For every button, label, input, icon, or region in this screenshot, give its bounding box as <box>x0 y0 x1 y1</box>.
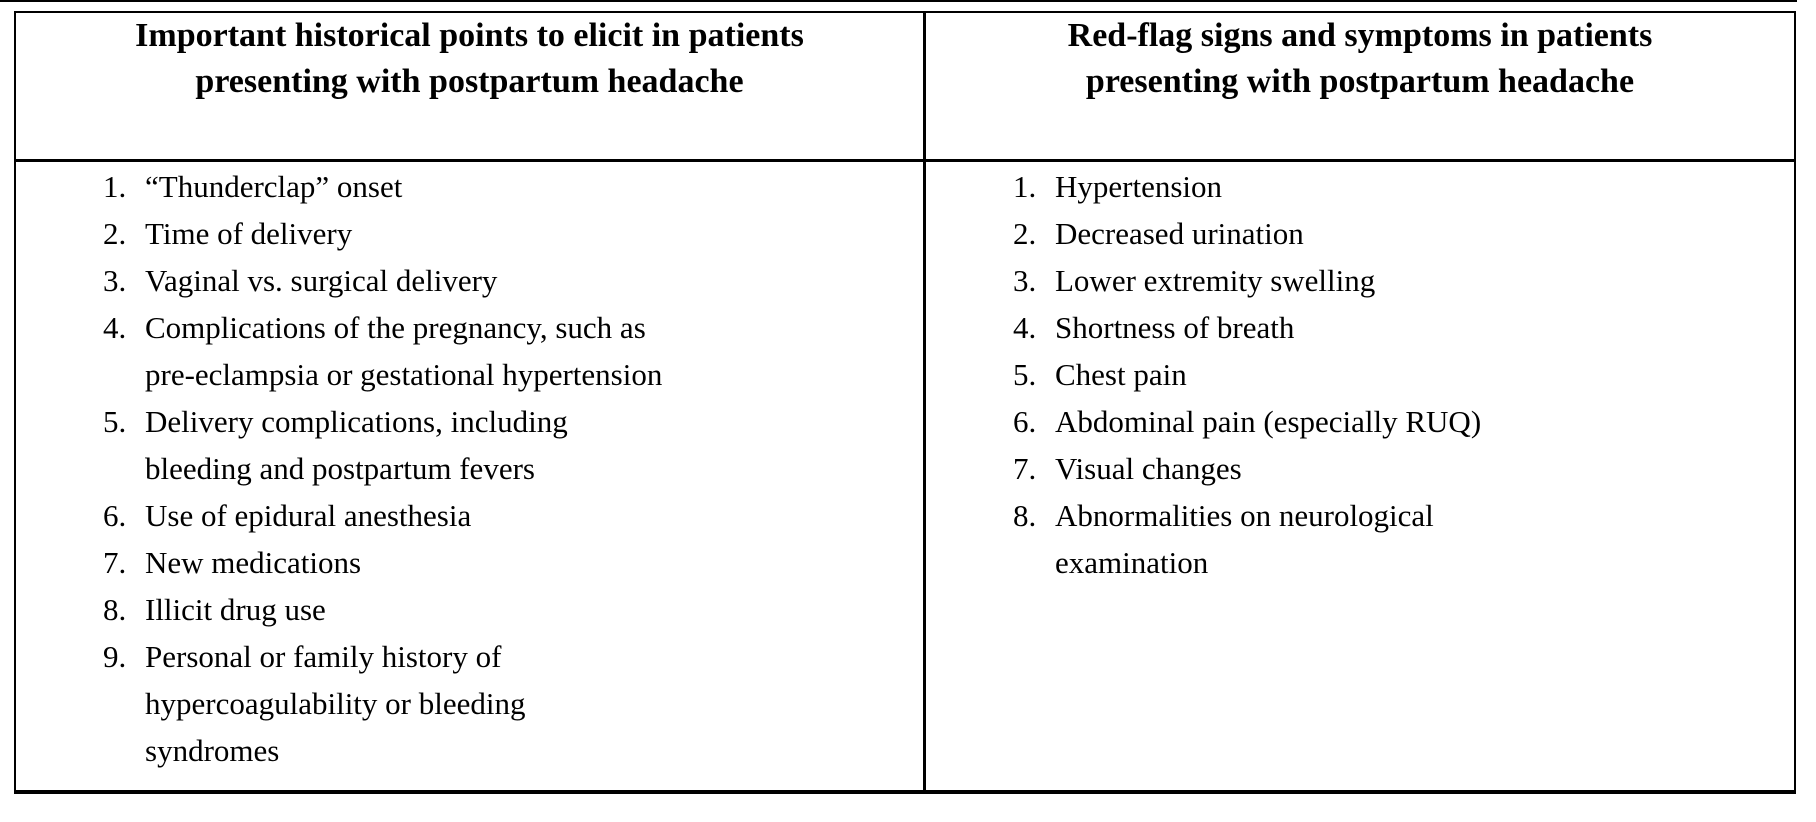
item-text: Abnormalities on neurological examinatio… <box>1055 498 1434 580</box>
list-item: 1. Hypertension <box>926 163 1794 210</box>
historical-points-list: 1. “Thunderclap” onset 2. Time of delivery 3… <box>16 163 923 774</box>
header-historical-points: Important historical points to elicit in… <box>16 13 923 162</box>
item-number: 6. <box>103 498 127 533</box>
item-number: 7. <box>1013 451 1037 486</box>
item-text: Decreased urination <box>1055 216 1304 251</box>
item-text: Personal or family history of hypercoagu… <box>145 639 526 768</box>
item-number: 1. <box>1013 169 1037 204</box>
item-text: Complications of the pregnancy, such as … <box>145 310 663 392</box>
item-text: Use of epidural anesthesia <box>145 498 472 533</box>
item-text: “Thunderclap” onset <box>145 169 403 204</box>
list-item: 3. Vaginal vs. surgical delivery <box>16 257 923 304</box>
item-number: 2. <box>103 216 127 251</box>
item-text: Shortness of breath <box>1055 310 1295 345</box>
item-text: Hypertension <box>1055 169 1223 204</box>
cell-red-flags: 1. Hypertension 2. Decreased urination 3. Low… <box>926 162 1794 790</box>
item-number: 5. <box>103 404 127 439</box>
list-item: 5. Chest pain <box>926 351 1794 398</box>
item-text: Abdominal pain (especially RUQ) <box>1055 404 1482 439</box>
item-number: 5. <box>1013 357 1037 392</box>
list-item: 9. Personal or family history of hypercoa… <box>16 633 923 774</box>
item-text: Lower extremity swelling <box>1055 263 1376 298</box>
item-number: 7. <box>103 545 127 580</box>
item-number: 3. <box>103 263 127 298</box>
postpartum-headache-table: Important historical points to elicit in… <box>14 11 1796 794</box>
item-text: Visual changes <box>1055 451 1242 486</box>
item-text: Chest pain <box>1055 357 1187 392</box>
list-item: 4. Complications of the pregnancy, such a… <box>16 304 923 398</box>
header-red-flags: Red-flag signs and symptoms in patients … <box>926 13 1794 162</box>
item-number: 4. <box>1013 310 1037 345</box>
item-number: 6. <box>1013 404 1037 439</box>
cell-historical-points: 1. “Thunderclap” onset 2. Time of delivery 3… <box>16 162 923 790</box>
item-number: 4. <box>103 310 127 345</box>
item-number: 3. <box>1013 263 1037 298</box>
list-item: 2. Decreased urination <box>926 210 1794 257</box>
list-item: 5. Delivery complications, including blee… <box>16 398 923 492</box>
list-item: 2. Time of delivery <box>16 210 923 257</box>
item-number: 9. <box>103 639 127 674</box>
red-flags-list: 1. Hypertension 2. Decreased urination 3. Low… <box>926 163 1794 586</box>
item-text: Illicit drug use <box>145 592 326 627</box>
list-item: 1. “Thunderclap” onset <box>16 163 923 210</box>
item-number: 1. <box>103 169 127 204</box>
item-number: 8. <box>103 592 127 627</box>
item-text: Vaginal vs. surgical delivery <box>145 263 498 298</box>
list-item: 7. Visual changes <box>926 445 1794 492</box>
list-item: 6. Abdominal pain (especially RUQ) <box>926 398 1794 445</box>
item-text: Delivery complications, including bleedi… <box>145 404 568 486</box>
column-historical-points: Important historical points to elicit in… <box>16 13 926 790</box>
item-text: New medications <box>145 545 362 580</box>
list-item: 8. Illicit drug use <box>16 586 923 633</box>
list-item: 3. Lower extremity swelling <box>926 257 1794 304</box>
item-text: Time of delivery <box>145 216 353 251</box>
item-number: 8. <box>1013 498 1037 533</box>
list-item: 8. Abnormalities on neurological examinat… <box>926 492 1794 586</box>
item-number: 2. <box>1013 216 1037 251</box>
cropped-edge-rule <box>0 0 1797 2</box>
list-item: 6. Use of epidural anesthesia <box>16 492 923 539</box>
column-red-flags: Red-flag signs and symptoms in patients … <box>926 13 1794 790</box>
list-item: 7. New medications <box>16 539 923 586</box>
list-item: 4. Shortness of breath <box>926 304 1794 351</box>
